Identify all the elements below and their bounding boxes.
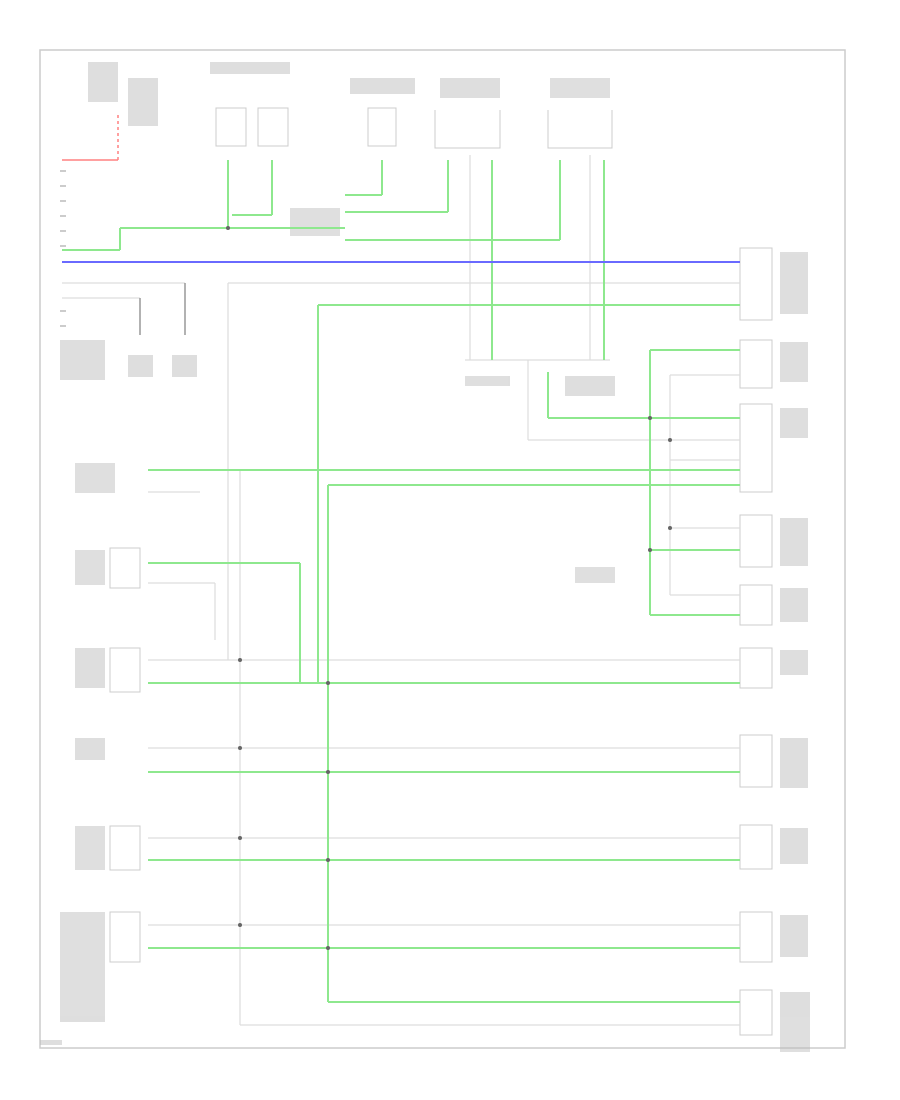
connector-pins-left — [60, 170, 66, 327]
component-labels — [40, 62, 810, 1052]
power-feed — [62, 115, 119, 161]
splice-points — [226, 226, 672, 950]
ground-wires — [139, 283, 186, 335]
white-wires — [62, 155, 740, 1026]
green-wires — [62, 160, 740, 1003]
diagram-frame — [39, 49, 846, 1049]
top-modules — [109, 107, 773, 1036]
